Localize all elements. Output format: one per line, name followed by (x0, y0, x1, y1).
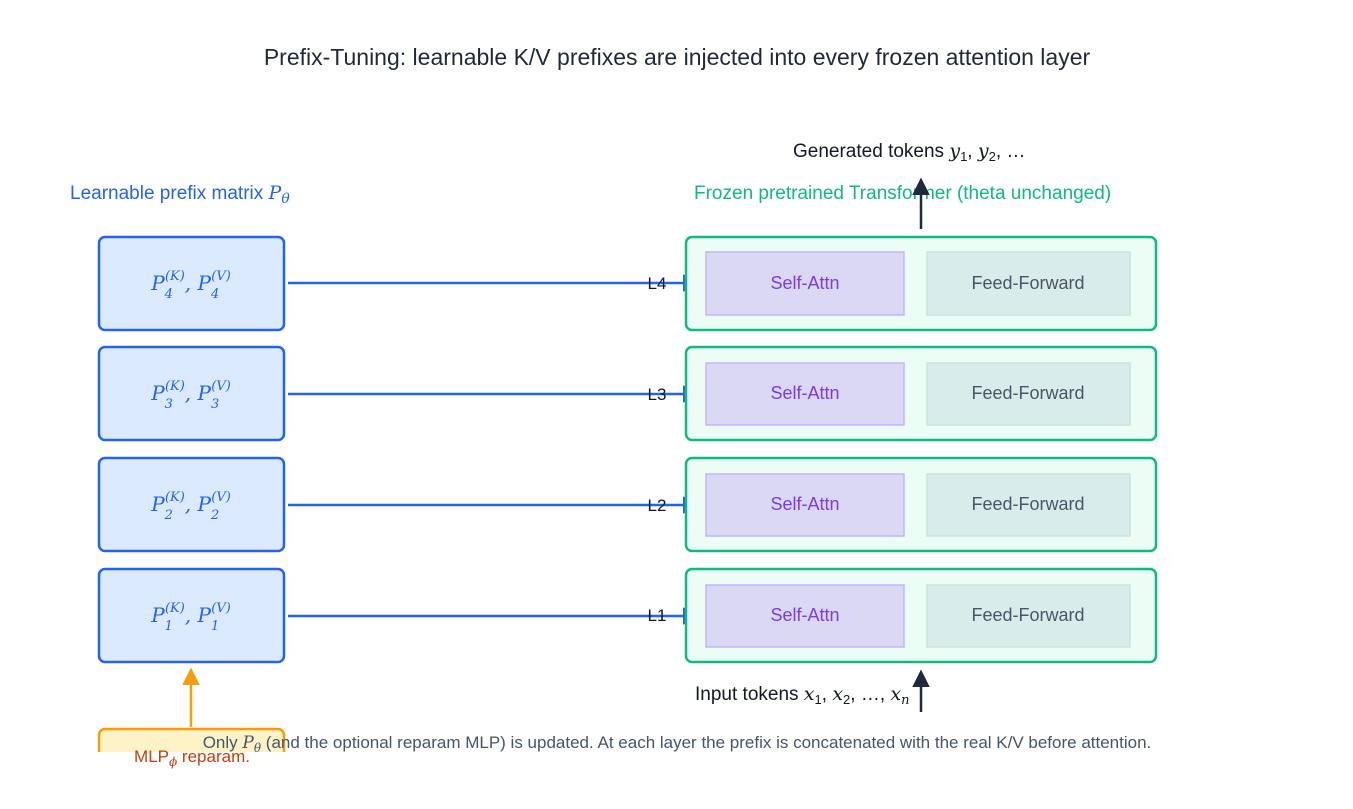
input-math-x2: x (832, 683, 843, 705)
self-attn-label-3: Self-Attn (770, 383, 839, 403)
prefix-box-1 (97, 567, 286, 664)
input-ellipsis: … (861, 684, 880, 705)
prefix-box-4 (97, 235, 286, 332)
self-attn-box-4 (705, 251, 905, 316)
footnote-subscript: θ (254, 741, 262, 755)
footnote: Only Pθ (and the optional reparam MLP) i… (203, 733, 1152, 755)
footnote-symbol: P (241, 733, 254, 753)
input-tokens-label: Input tokens x1, x2, …, xn (695, 683, 909, 708)
layer-row-1: P1(K), P1(V) L1 Self-Attn Feed-Forward (97, 567, 1158, 664)
layer-row-4: P4(K), P4(V) L4 Self-Attn Feed-Forward (97, 235, 1158, 332)
layer-row-3: P3(K), P3(V) L3 Self-Attn Feed-Forward (97, 345, 1158, 442)
self-attn-box-1 (705, 584, 905, 648)
output-ellipsis: … (1006, 141, 1025, 162)
footnote-before: Only (203, 733, 243, 752)
prefix-box-3 (97, 345, 286, 442)
output-sub-2: 2 (989, 149, 996, 164)
input-math-x1: x (804, 683, 815, 705)
layer-label-1: L1 (648, 606, 667, 625)
transformer-panel-heading: Frozen pretrained Transformer (theta unc… (694, 183, 1111, 204)
layer-label-3: L3 (648, 385, 667, 404)
self-attn-box-3 (705, 362, 905, 426)
layer-row-2: P2(K), P2(V) L2 Self-Attn Feed-Forward (97, 456, 1158, 553)
prefix-heading-text: Learnable prefix matrix (70, 183, 269, 204)
prefix-heading-symbol: P (268, 182, 283, 204)
diagram-title: Prefix-Tuning: learnable K/V prefixes ar… (264, 44, 1091, 70)
ffn-label-1: Feed-Forward (971, 605, 1084, 625)
input-label-text: Input tokens (695, 684, 804, 705)
self-attn-label-1: Self-Attn (770, 605, 839, 625)
output-tokens-label: Generated tokens y1, y2, … (793, 140, 1025, 164)
input-math-xn: x (890, 683, 901, 705)
layer-label-4: L4 (648, 274, 667, 293)
self-attn-label-4: Self-Attn (770, 273, 839, 293)
ffn-label-4: Feed-Forward (971, 273, 1084, 293)
ffn-label-2: Feed-Forward (971, 494, 1084, 514)
mlp-label-subscript: ϕ (169, 755, 177, 769)
output-label-text: Generated tokens (793, 141, 949, 162)
mlp-box-clip (90, 752, 295, 782)
layer-label-2: L2 (648, 496, 667, 515)
output-math-y1: y (948, 140, 960, 162)
ffn-box-4 (926, 251, 1131, 316)
ffn-box-2 (926, 473, 1131, 537)
prefix-label-4: P4(K), P4(V) (150, 269, 231, 302)
input-sub-2: 2 (843, 692, 850, 707)
mlp-label-text: MLP (134, 747, 169, 766)
prefix-heading-subscript: θ (281, 191, 290, 207)
footnote-after: (and the optional reparam MLP) is update… (261, 733, 1151, 752)
input-sub-n: n (901, 693, 909, 708)
mlp-reparam-label: MLPϕ reparam. (134, 747, 250, 769)
self-attn-label-2: Self-Attn (770, 494, 839, 514)
ffn-box-3 (926, 362, 1131, 426)
mlp-label-suffix: reparam. (177, 747, 250, 766)
output-math-y2: y (977, 140, 989, 162)
ffn-label-3: Feed-Forward (971, 383, 1084, 403)
prefix-box-2 (97, 456, 286, 553)
ffn-box-1 (926, 584, 1131, 648)
prefix-panel-heading: Learnable prefix matrix Pθ (70, 182, 290, 207)
input-sub-1: 1 (815, 692, 822, 707)
self-attn-box-2 (705, 473, 905, 537)
output-sub-1: 1 (960, 149, 967, 164)
